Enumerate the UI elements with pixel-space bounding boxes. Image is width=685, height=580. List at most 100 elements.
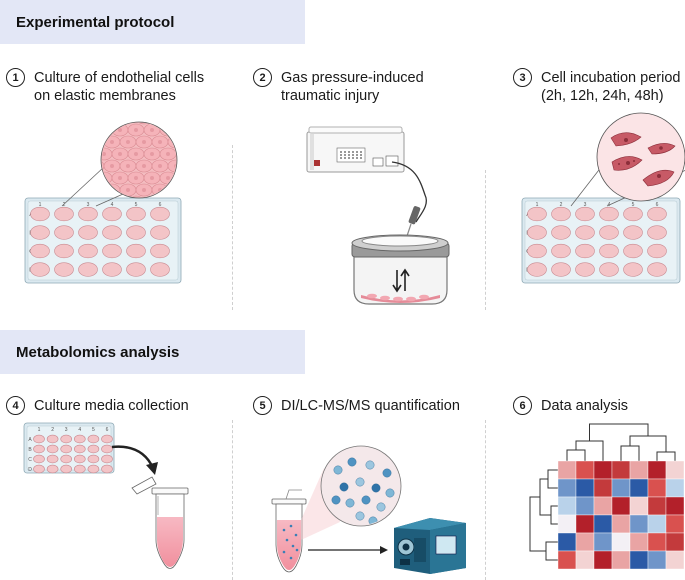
- plate-well: [647, 262, 667, 277]
- plate-well: [54, 262, 74, 277]
- plate-well: [60, 434, 72, 444]
- plate-column-label: 1: [38, 427, 41, 433]
- plate-column-label: 1: [536, 202, 539, 208]
- heatmap-cell: [647, 532, 667, 552]
- plate-column-label: 2: [560, 202, 563, 208]
- plate-well: [54, 243, 74, 259]
- step-label: DI/LC-MS/MS quantification: [281, 398, 460, 414]
- plate-well: [74, 464, 86, 474]
- plate-well: [30, 206, 50, 222]
- heatmap-cell: [593, 550, 613, 570]
- plate-row-label: B: [28, 447, 32, 453]
- dendrogram-branch: [589, 423, 649, 441]
- plate-row-label: A: [28, 437, 32, 443]
- plate-well: [575, 243, 595, 259]
- plate-well: [647, 225, 667, 240]
- heatmap-cell: [593, 514, 613, 534]
- plate-column-label: 6: [656, 202, 659, 208]
- molecule: [355, 511, 365, 521]
- heatmap-cell: [665, 550, 685, 570]
- molecule: [382, 468, 392, 478]
- heatmap-cell: [593, 496, 613, 516]
- tube-4: [131, 476, 189, 569]
- heatmap-cell: [629, 514, 649, 534]
- plate-well: [102, 206, 122, 222]
- plate-column-label: 3: [65, 427, 68, 433]
- plate-well: [46, 434, 59, 444]
- dendrogram-branch: [620, 445, 640, 461]
- plate-well: [78, 243, 98, 259]
- plate-well: [599, 243, 619, 259]
- plate-well: [575, 225, 595, 240]
- step-number: 3: [513, 68, 532, 87]
- plate-well: [126, 206, 146, 222]
- plate-well: [46, 444, 59, 454]
- plate-column-label: 1: [39, 202, 42, 208]
- molecule: [371, 483, 381, 493]
- heatmap-cell: [647, 496, 667, 516]
- plate-well: [78, 225, 98, 240]
- plate-well: [30, 225, 50, 240]
- plate-well: [150, 225, 170, 240]
- plate-well: [102, 243, 122, 259]
- divider-4: [485, 420, 486, 580]
- analysis-banner: Metabolomics analysis: [0, 330, 305, 374]
- pressure-chamber: [351, 234, 450, 305]
- step-label: Data analysis: [541, 398, 629, 414]
- plate-well: [30, 262, 50, 277]
- dendrogram-branch: [629, 435, 667, 452]
- molecule: [376, 502, 386, 512]
- heatmap-cell: [557, 550, 577, 570]
- heatmap-cell: [575, 550, 595, 570]
- plate-well: [551, 225, 571, 240]
- heatmap-cell: [629, 478, 649, 498]
- plate-column-label: 5: [632, 202, 635, 208]
- plate-well: [623, 225, 643, 240]
- molecule-zoom-circle: [320, 445, 402, 527]
- plate-well: [30, 243, 50, 259]
- divider-1: [232, 145, 233, 310]
- divider-3: [232, 420, 233, 580]
- plate-row-label: D: [28, 467, 32, 473]
- plate-well: [599, 206, 619, 222]
- plate-well: [575, 262, 595, 277]
- step-number: 5: [253, 396, 272, 415]
- heatmap-cell: [611, 496, 631, 516]
- plate-well: [623, 206, 643, 222]
- dendrogram-branch: [575, 440, 604, 461]
- step-number: 6: [513, 396, 532, 415]
- molecule: [365, 460, 375, 470]
- heatmap-cell: [629, 496, 649, 516]
- plate-well: [126, 225, 146, 240]
- plate-well: [46, 454, 59, 464]
- heatmap-cell: [593, 478, 613, 498]
- heatmap-cell: [575, 478, 595, 498]
- molecule: [333, 465, 343, 475]
- plate-well: [33, 454, 45, 464]
- plate-well: [102, 262, 122, 277]
- molecule: [361, 495, 371, 505]
- heatmap-cell: [665, 532, 685, 552]
- plate-well: [74, 444, 86, 454]
- plate-well: [527, 262, 547, 277]
- heatmap-cell: [611, 514, 631, 534]
- protocol-title: Experimental protocol: [16, 13, 175, 31]
- heatmap-cell: [575, 532, 595, 552]
- heatmap-cell: [629, 532, 649, 552]
- divider-2: [485, 170, 486, 310]
- plate-well: [623, 243, 643, 259]
- molecule: [339, 482, 349, 492]
- plate-well: [60, 464, 72, 474]
- plate-well: [60, 444, 72, 454]
- heatmap-cell: [665, 478, 685, 498]
- step-number: 1: [6, 68, 25, 87]
- plate-well: [647, 206, 667, 222]
- plate-well: [101, 454, 113, 464]
- dendrogram-branch: [566, 449, 586, 461]
- protocol-banner: Experimental protocol: [0, 0, 305, 44]
- plate-column-label: 5: [92, 427, 95, 433]
